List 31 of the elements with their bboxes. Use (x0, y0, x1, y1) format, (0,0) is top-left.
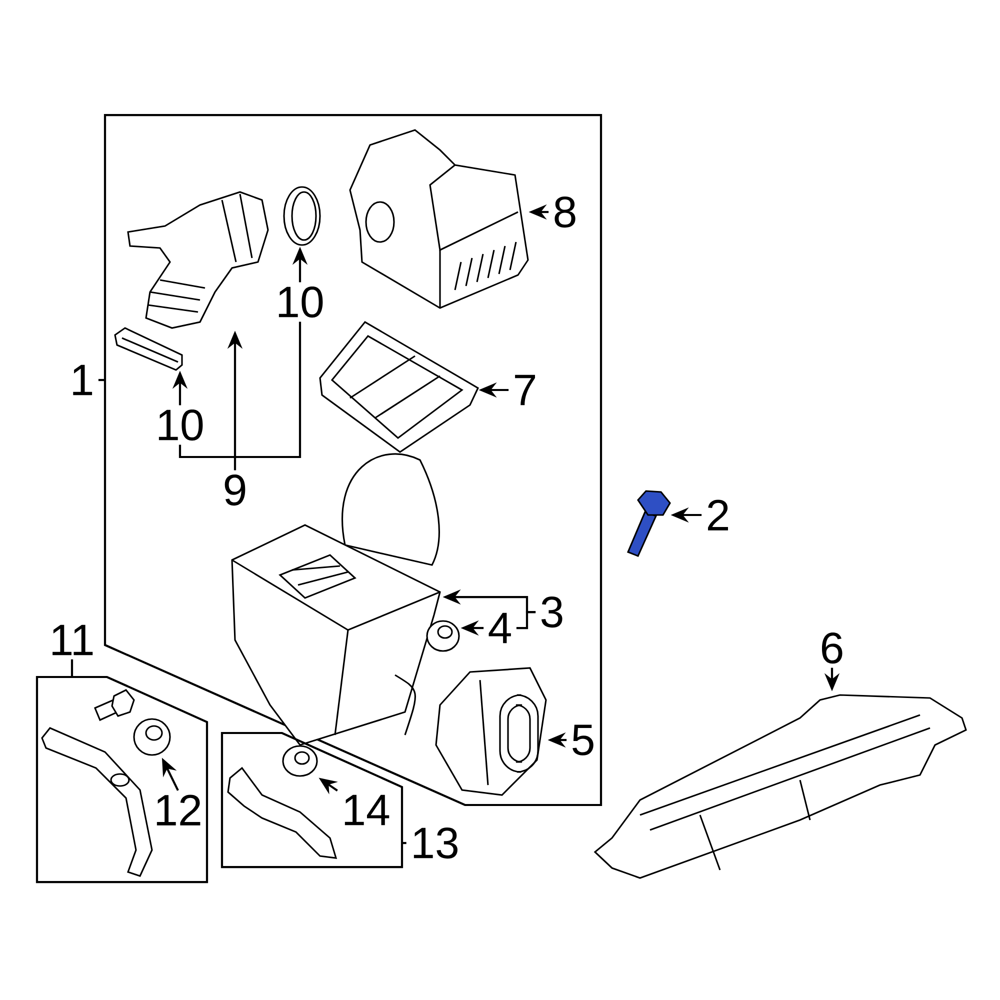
callout-number: 5 (572, 724, 594, 756)
grommet-drawing (282, 745, 318, 777)
group-frame (36, 676, 208, 884)
leader-line (178, 322, 302, 458)
callout-number: 6 (822, 632, 842, 664)
callout-number: 10 (278, 286, 323, 318)
callout-number: 4 (488, 612, 511, 644)
callout-number: 8 (554, 196, 576, 228)
callout-number: 13 (414, 827, 458, 859)
leader-line (98, 378, 104, 382)
callout-number: 14 (344, 794, 390, 826)
grommet-drawing (133, 718, 171, 756)
leader-line (516, 610, 536, 630)
callout-number: 9 (224, 474, 246, 506)
leader-line (70, 659, 74, 676)
group-frame (220, 732, 404, 868)
callout-number: 3 (541, 596, 562, 628)
hose-drawing (127, 191, 269, 329)
callout-number: 2 (708, 500, 728, 530)
intake-duct-drawing (435, 667, 547, 796)
callout-number: 11 (52, 624, 93, 656)
clamp-drawing (114, 327, 183, 371)
callout-number: 10 (158, 409, 203, 441)
clamp-drawing (283, 186, 321, 246)
filter-drawing (319, 320, 480, 453)
callout-number: 7 (515, 374, 535, 406)
callout-number: 1 (73, 364, 92, 396)
callout-number: 12 (156, 794, 200, 826)
housing-cover-drawing (349, 129, 529, 309)
grommet-drawing (426, 620, 460, 652)
leader-line (402, 842, 406, 844)
